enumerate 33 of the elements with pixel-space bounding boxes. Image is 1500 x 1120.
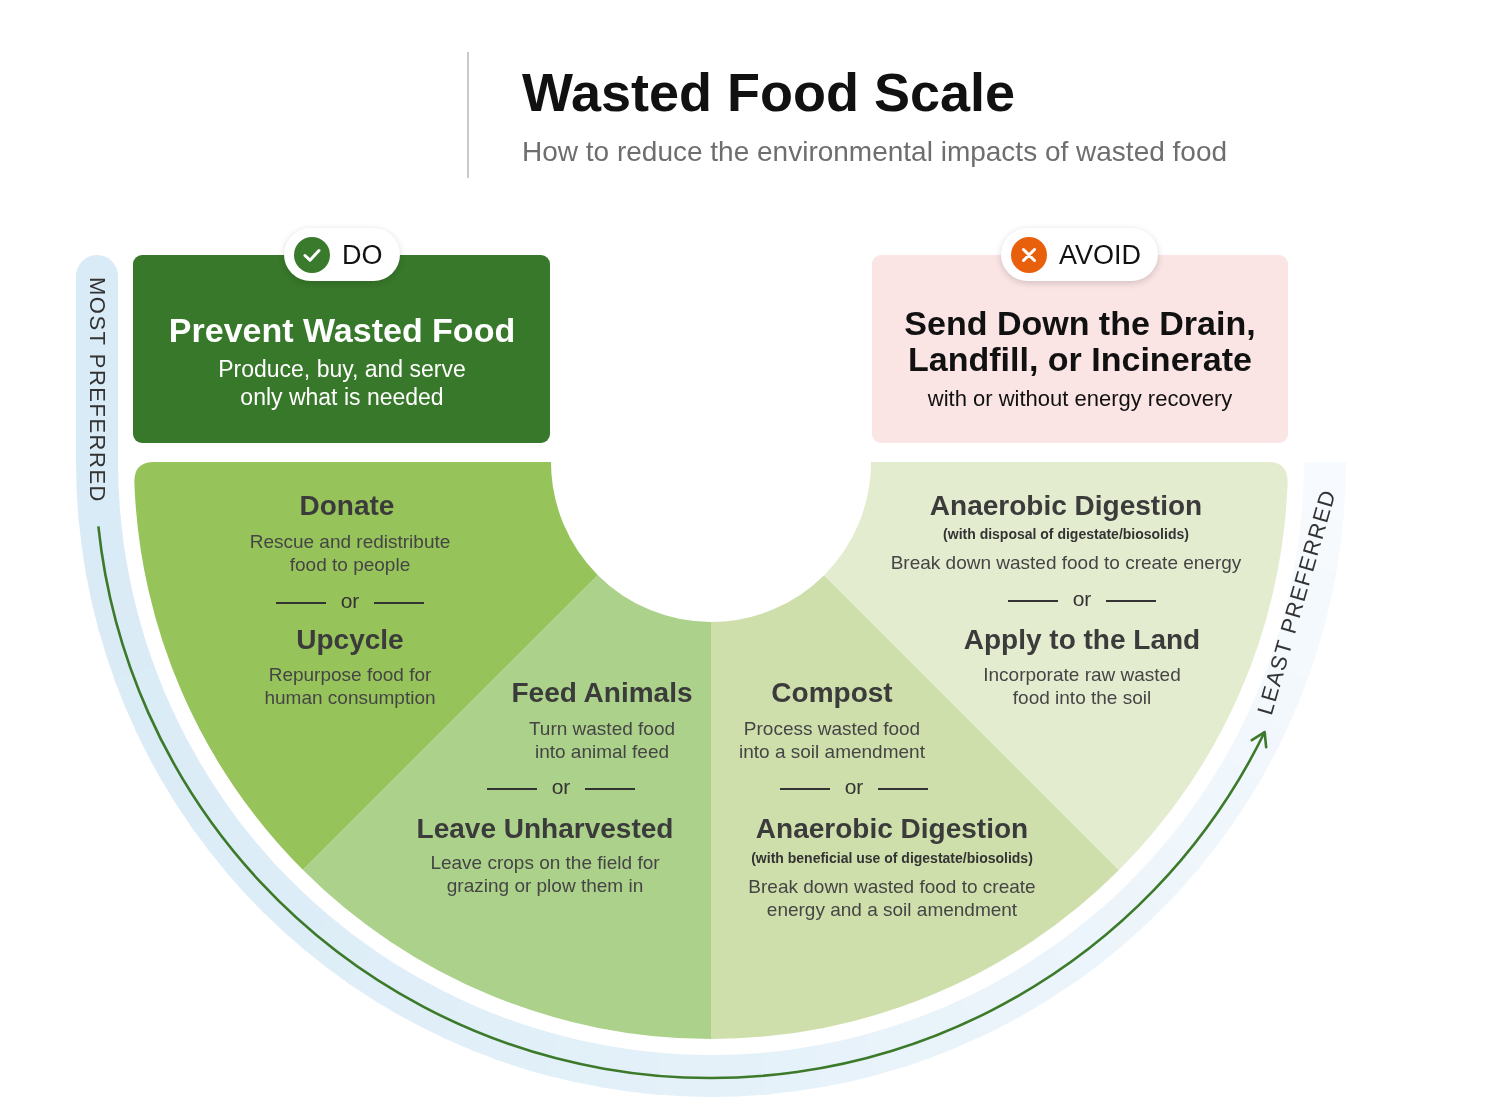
- box-heading: Prevent Wasted Food: [167, 312, 517, 348]
- option-heading: Compost: [770, 676, 894, 710]
- option-heading: Anaerobic Digestion: [754, 812, 1030, 846]
- option-description: Break down wasted food to create energy and a soil amendment: [747, 875, 1037, 921]
- scale-end-label: MOST PREFERRED: [85, 277, 109, 503]
- rating-badge: [284, 228, 400, 281]
- subtitle: How to reduce the environmental impacts of wasted food: [522, 135, 1228, 169]
- option-description: Incorporate raw wasted food into the soil: [982, 663, 1182, 709]
- option-heading: Anaerobic Digestion: [928, 489, 1204, 523]
- option-heading: Donate: [298, 489, 396, 523]
- option-description: Leave crops on the field for grazing or plow them in: [429, 851, 661, 897]
- option-description: Turn wasted food into animal feed: [527, 717, 677, 763]
- diagram-title: Wasted Food Scale: [522, 61, 1016, 123]
- option-description: Repurpose food for human consumption: [263, 663, 437, 709]
- qualifier-note: (with disposal of digestate/biosolids): [942, 525, 1190, 544]
- option-description: Rescue and redistribute food to people: [248, 530, 452, 576]
- option-heading: Upcycle: [295, 623, 405, 657]
- or-divider-label: or: [843, 775, 865, 799]
- verdict-label: AVOID: [1059, 238, 1141, 271]
- option-heading: Apply to the Land: [962, 623, 1202, 657]
- or-divider-label: or: [1071, 587, 1093, 611]
- box-heading: Send Down the Drain, Landfill, or Incinerate: [903, 305, 1257, 377]
- or-divider-label: or: [339, 589, 361, 613]
- option-heading: Feed Animals: [510, 676, 694, 710]
- box-description: Produce, buy, and serve only what is needed: [217, 355, 467, 411]
- qualifier-note: (with beneficial use of digestate/biosolids): [750, 849, 1034, 868]
- option-heading: Leave Unharvested: [415, 812, 675, 846]
- option-description: Process wasted food into a soil amendment: [738, 717, 926, 763]
- or-divider-label: or: [550, 775, 572, 799]
- rating-badge: [1001, 228, 1158, 281]
- box-description: with or without energy recovery: [926, 385, 1234, 413]
- verdict-label: DO: [342, 238, 383, 271]
- option-description: Break down wasted food to create energy: [889, 551, 1243, 574]
